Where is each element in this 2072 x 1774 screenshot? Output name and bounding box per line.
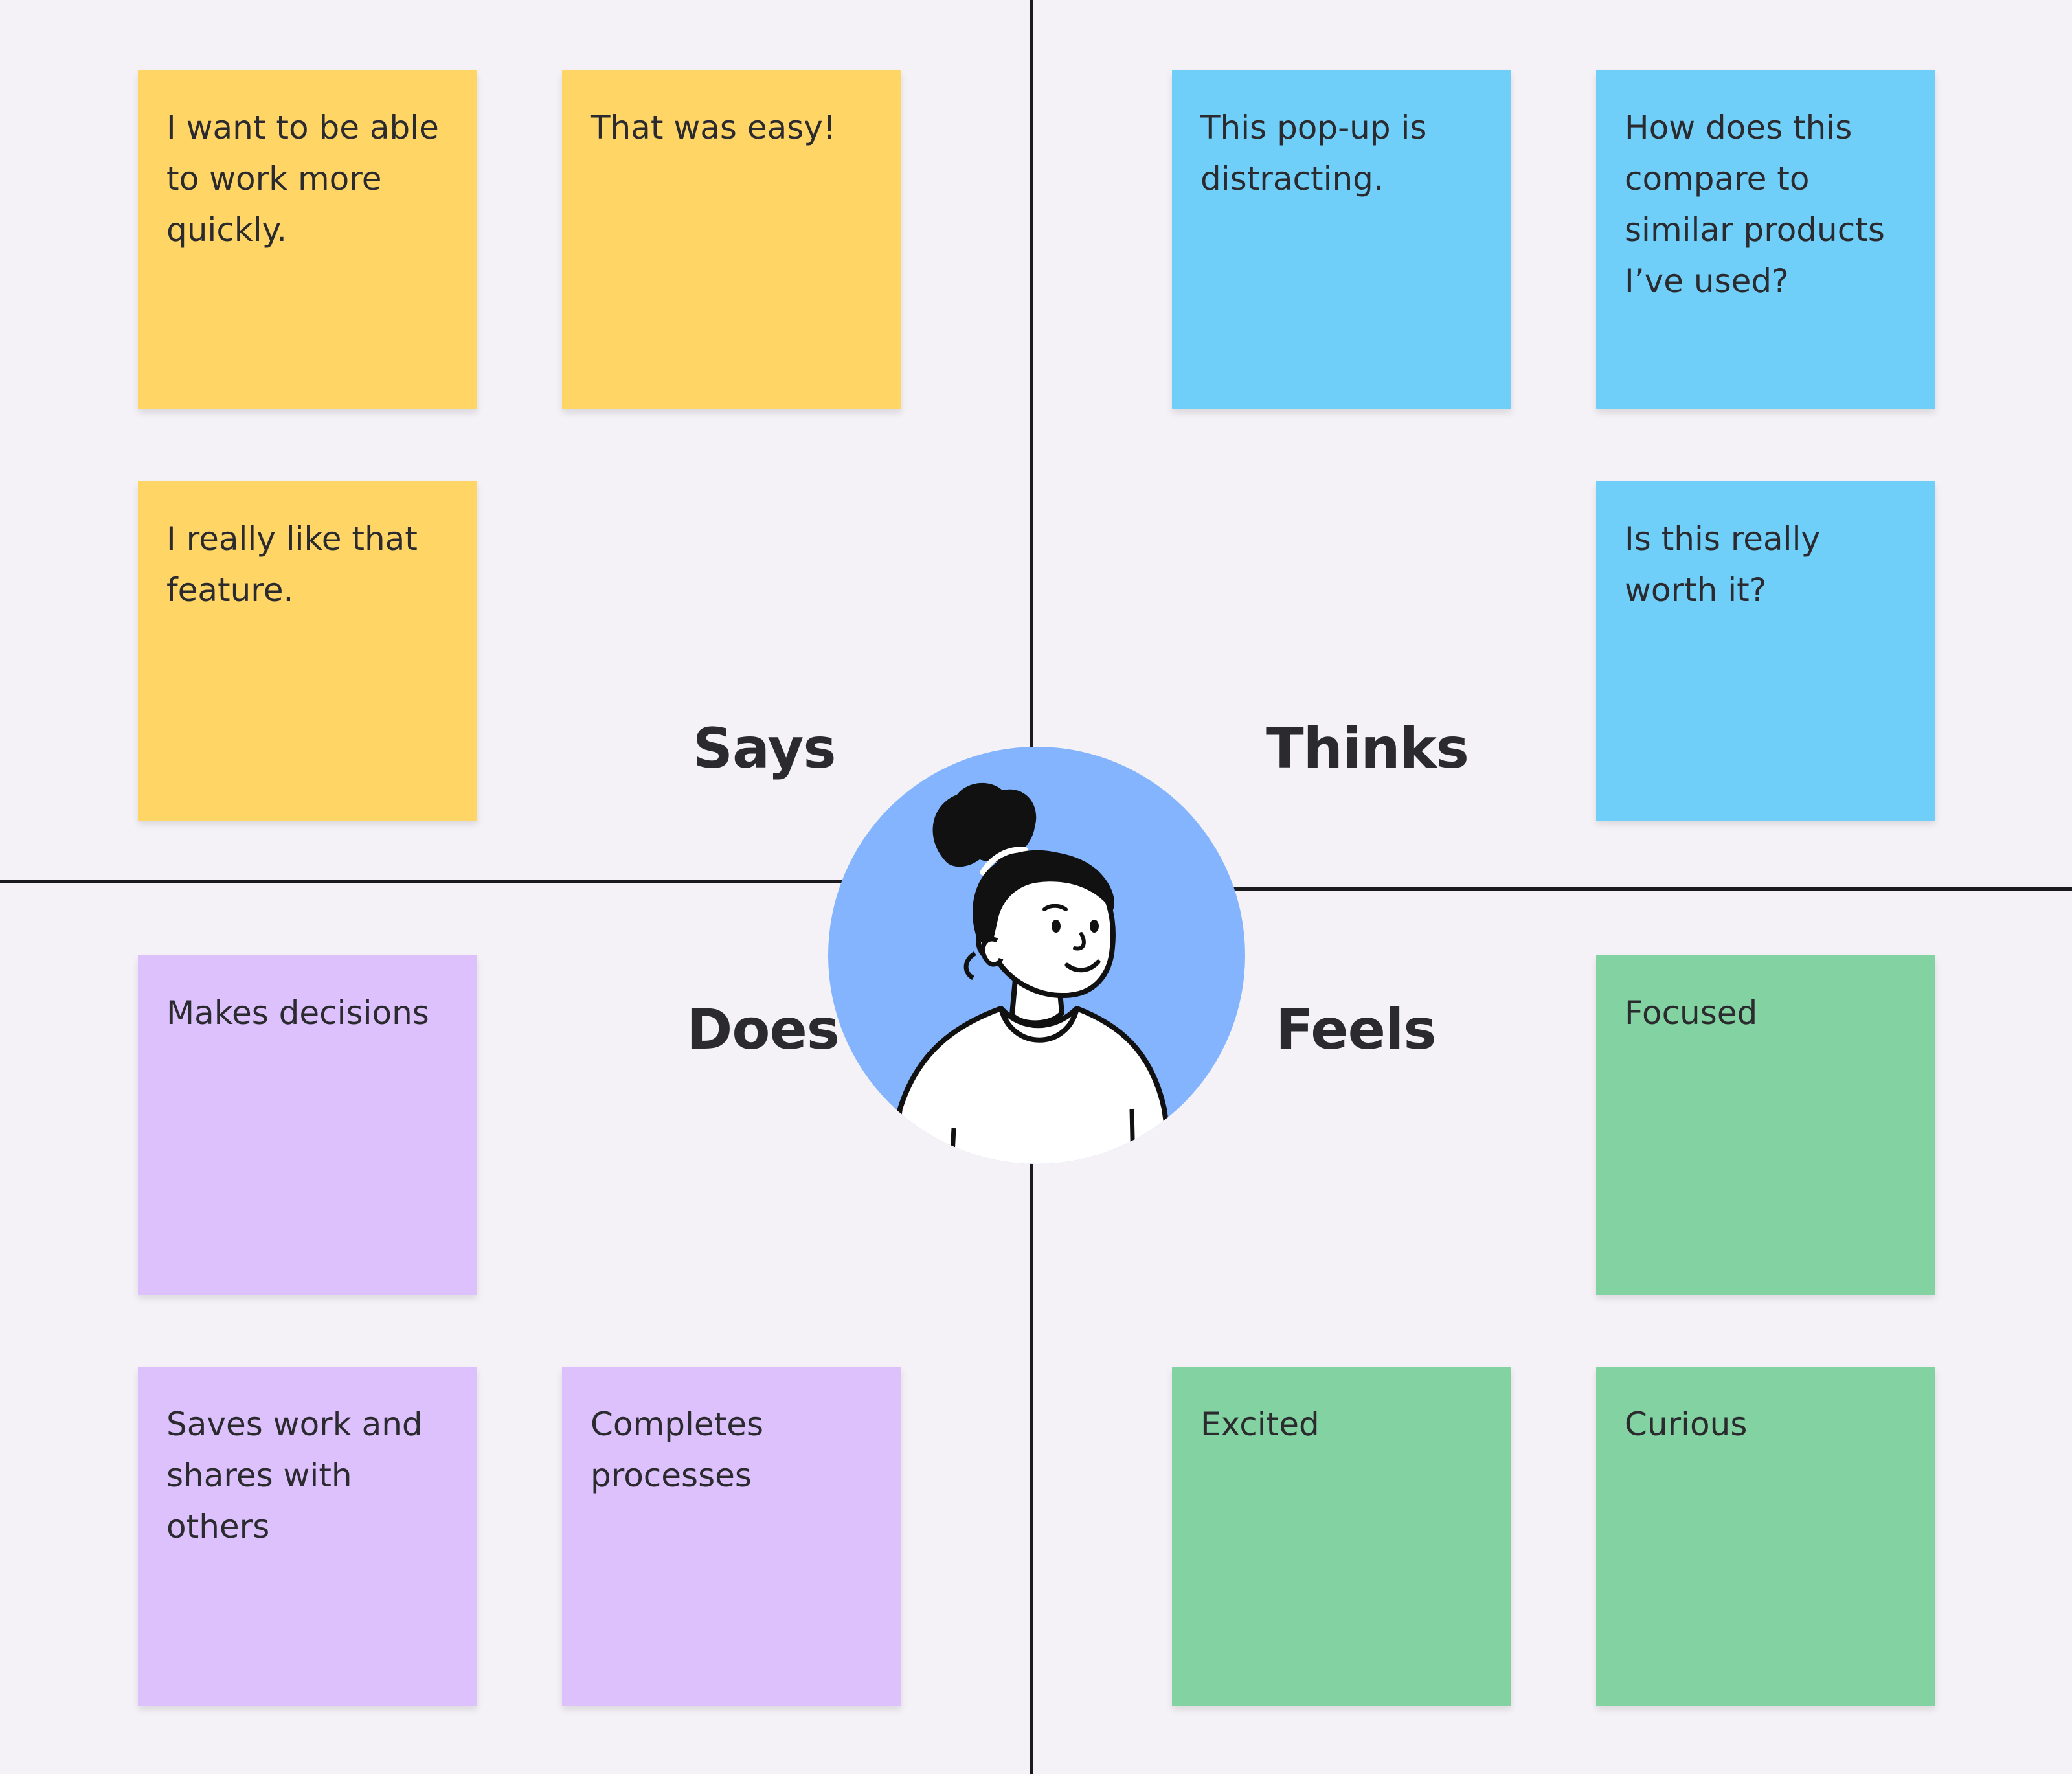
does-note-2[interactable]: Saves work and shares with others bbox=[138, 1367, 477, 1706]
note-text: How does this compare to similar product… bbox=[1625, 109, 1885, 300]
horizontal-divider-left bbox=[0, 880, 848, 883]
quadrant-label-thinks: Thinks bbox=[1266, 716, 1469, 781]
thinks-note-1[interactable]: This pop-up is distracting. bbox=[1172, 70, 1511, 409]
note-text: That was easy! bbox=[591, 109, 836, 146]
vertical-divider-bottom bbox=[1030, 1159, 1033, 1774]
note-text: Is this really worth it? bbox=[1625, 520, 1821, 609]
note-text: This pop-up is distracting. bbox=[1200, 109, 1427, 198]
note-text: Makes decisions bbox=[166, 994, 429, 1032]
vertical-divider-top bbox=[1030, 0, 1033, 751]
feels-note-1[interactable]: Focused bbox=[1596, 955, 1935, 1295]
feels-note-2[interactable]: Excited bbox=[1172, 1367, 1511, 1706]
note-text: Curious bbox=[1625, 1405, 1748, 1443]
says-note-1[interactable]: I want to be able to work more quickly. bbox=[138, 70, 477, 409]
thinks-note-2[interactable]: How does this compare to similar product… bbox=[1596, 70, 1935, 409]
quadrant-label-says: Says bbox=[693, 716, 837, 781]
note-text: I really like that feature. bbox=[166, 520, 418, 609]
quadrant-label-feels: Feels bbox=[1276, 997, 1437, 1062]
horizontal-divider-right bbox=[1224, 887, 2072, 891]
note-text: Focused bbox=[1625, 994, 1758, 1032]
feels-note-3[interactable]: Curious bbox=[1596, 1367, 1935, 1706]
does-note-3[interactable]: Completes processes bbox=[562, 1367, 901, 1706]
does-note-1[interactable]: Makes decisions bbox=[138, 955, 477, 1295]
note-text: Excited bbox=[1200, 1405, 1320, 1443]
user-persona-icon bbox=[828, 747, 1245, 1164]
says-note-2[interactable]: That was easy! bbox=[562, 70, 901, 409]
thinks-note-3[interactable]: Is this really worth it? bbox=[1596, 481, 1935, 821]
note-text: I want to be able to work more quickly. bbox=[166, 109, 439, 249]
note-text: Saves work and shares with others bbox=[166, 1405, 423, 1545]
says-note-3[interactable]: I really like that feature. bbox=[138, 481, 477, 821]
quadrant-label-does: Does bbox=[686, 997, 840, 1062]
note-text: Completes processes bbox=[591, 1405, 764, 1494]
